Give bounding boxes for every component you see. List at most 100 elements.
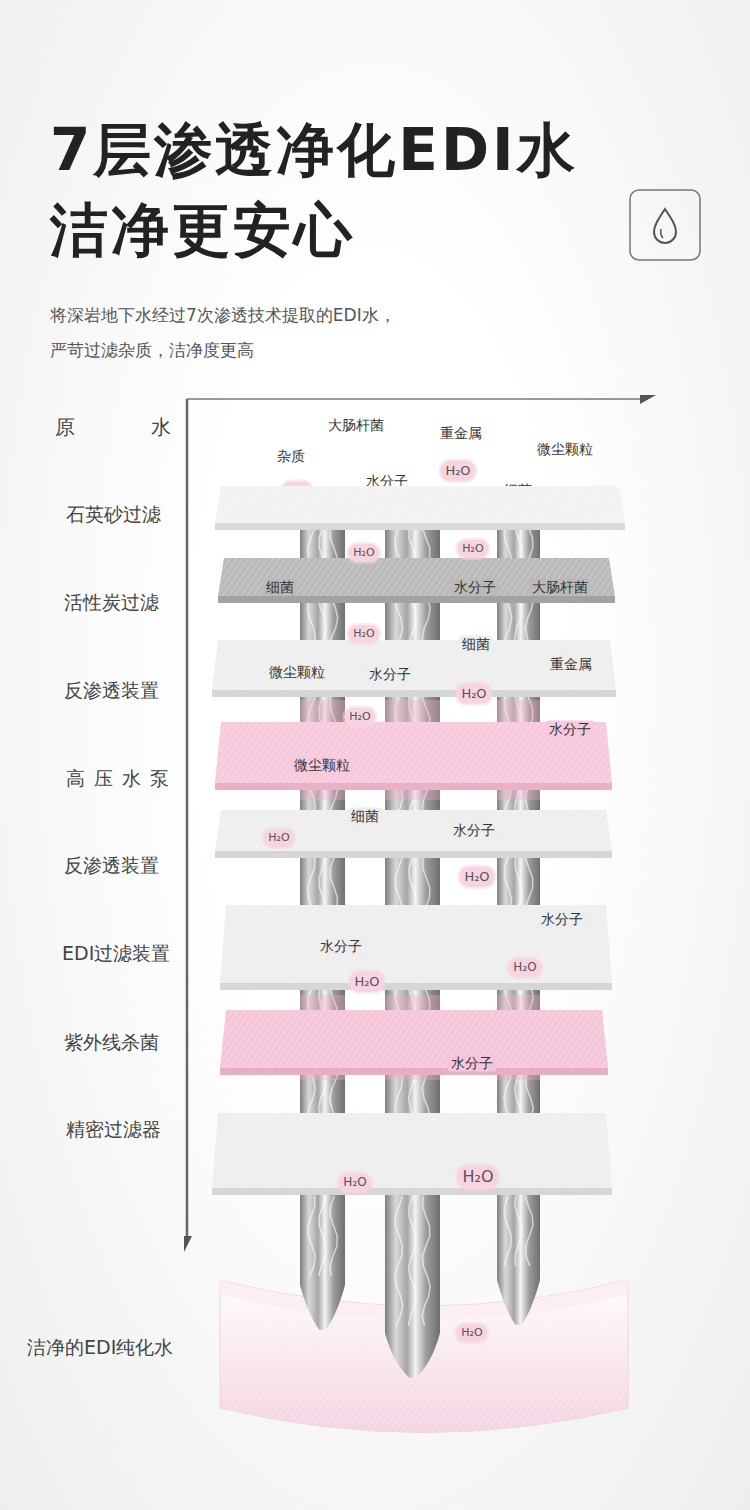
layer-texture [220,1010,608,1068]
impurity-label: 微尘颗粒 [534,441,596,458]
impurity-label: 大肠杆菌 [529,579,591,596]
molecule-bubble: H₂O [508,958,541,977]
layer-face [220,905,612,983]
molecule-bubble: H₂O [338,1173,371,1192]
layer-edge [215,851,612,858]
layer-texture [218,558,615,596]
water-texture [525,528,533,1188]
molecule-bubble: H₂O [349,972,384,992]
molecule-bubble: H₂O [263,829,294,847]
pure-water-pad: 洁净的EDI纯化水H₂O [220,1280,628,1455]
layer-edge [212,1188,612,1195]
layer-face [215,486,625,523]
impurity-label: 重金属 [547,656,595,673]
bracket-line [186,399,189,1240]
layer-texture [212,640,616,690]
molecule-bubble: H₂O [456,684,491,704]
stage-label: 反渗透装置 [64,853,159,879]
molecule-bubble: H₂O [457,540,488,558]
layer-texture [215,486,625,523]
molecule-bubble: H₂O [344,708,375,726]
impurity-label: 微尘颗粒 [291,757,353,774]
impurity-label: 水分子 [451,579,499,596]
layer-shape [220,1010,608,1075]
bracket [184,395,656,1252]
impurity-label: 水分子 [450,822,498,839]
molecule-bubble: H₂O [348,625,379,643]
impurity-label: 细菌 [263,579,297,596]
water-texture [307,528,315,1188]
water-texture [395,528,403,1188]
water-texture [319,528,327,1188]
filter-layer: 高压水泵H₂O水分子微尘颗粒 [215,722,612,790]
filter-layer: 紫外线杀菌水分子 [220,1010,608,1075]
filter-layer: 精密过滤器H₂OH₂O [212,1113,612,1195]
water-texture [504,1196,511,1266]
impurity-label: 水分子 [538,911,586,928]
molecule-bubble: H₂O [456,1324,487,1342]
subtitle: 将深岩地下水经过7次渗透技术提取的EDI水， 严苛过滤杂质，洁净度更高 [50,298,510,368]
bracket-line [187,398,642,400]
layer-edge [218,596,615,603]
water-texture [504,528,512,1188]
impurity-label: 微尘颗粒 [266,664,328,681]
impurity-label: 重金属 [437,425,485,442]
filter-layer: 反渗透装置H₂O细菌微尘颗粒水分子重金属H₂O [212,640,616,697]
layer-texture [212,1113,612,1188]
molecule-bubble: H₂O [348,544,379,562]
stage-label: 石英砂过滤 [66,502,161,528]
layer-face [215,810,612,851]
water-texture [525,1196,533,1266]
stage-label: 紫外线杀菌 [64,1030,159,1056]
layer-edge [220,983,612,990]
bracket-tip [184,1236,192,1252]
icon-frame [630,190,700,260]
stage-label: 精密过滤器 [66,1117,161,1143]
layer-texture [220,905,612,983]
filter-layer: 反渗透装置细菌水分子H₂OH₂O [215,810,612,858]
layer-edge [212,690,616,697]
bracket-tip [640,395,656,404]
filter-layer: 活性炭过滤H₂OH₂O细菌水分子大肠杆菌 [218,558,615,603]
impurity-label: 水分子 [366,666,414,683]
water-texture [319,1196,327,1276]
water-column [497,528,540,1197]
stage-label: 反渗透装置 [64,678,159,704]
impurity-label: 水分子 [448,1055,496,1072]
drop-symbol [654,209,676,243]
impurity-label: 细菌 [459,636,493,653]
layer-edge [220,1068,608,1075]
water-columns [300,528,540,1197]
molecule-bubble: H₂O [457,1165,498,1189]
water-texture [422,528,430,1188]
molecule-bubble: H₂O [440,461,475,481]
drop-icon [630,190,700,260]
water-texture [409,528,417,1188]
layer-face [220,1010,608,1068]
layer-shape [212,1113,612,1195]
pad-texture [220,1294,628,1433]
impurity-label: 杂质 [274,448,308,465]
water-column [385,528,440,1197]
pad-shape [220,1280,628,1455]
pad-body [220,1280,628,1433]
stage-label: EDI过滤装置 [62,941,170,967]
layer-texture [215,810,612,851]
drop-highlight [661,229,663,238]
molecule-bubble: H₂O [459,867,494,887]
impurity-label: 水分子 [317,938,365,955]
layer-face [218,558,615,596]
stage-label: 洁净的EDI纯化水 [27,1335,173,1361]
stage-label: 活性炭过滤 [64,590,159,616]
layer-face [212,640,616,690]
layer-face [212,1113,612,1188]
impurity-label: 水分子 [546,721,594,738]
stage-label: 原水 [55,414,247,441]
water-column [300,528,345,1197]
impurity-label: 大肠杆菌 [325,417,387,434]
water-texture [515,1196,522,1266]
layer-shape [215,486,625,530]
layer-edge [215,523,625,530]
title: 7层渗透净化EDI水 洁净更安心 [50,110,650,270]
